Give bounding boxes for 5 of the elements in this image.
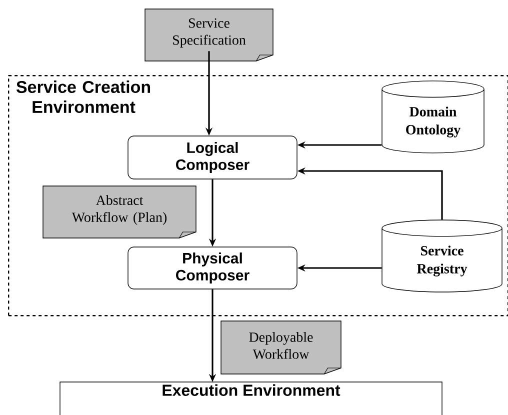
- environment-box: Execution Environment: [60, 382, 442, 415]
- database-cylinder: Domain Ontology: [382, 80, 484, 154]
- process-box: Physical Composer: [128, 246, 298, 290]
- process-box: Logical Composer: [128, 136, 298, 180]
- database-cylinder: Service Registry: [382, 220, 502, 292]
